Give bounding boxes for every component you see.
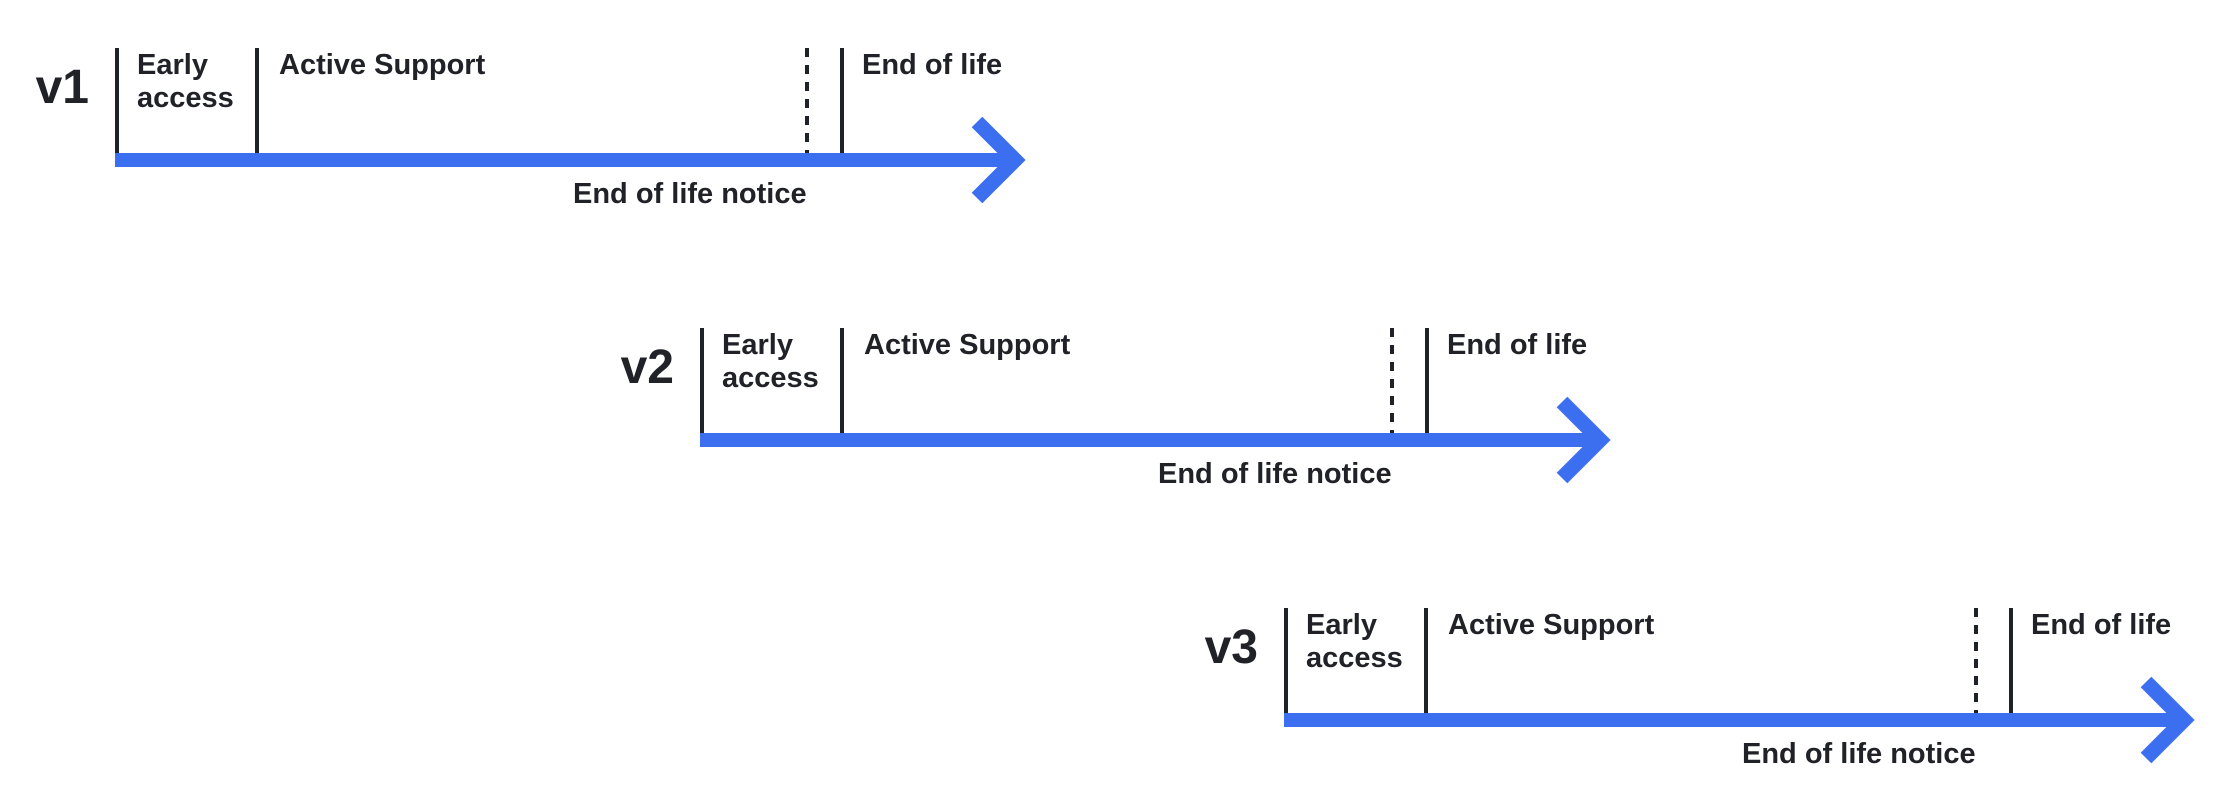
active-support-tick bbox=[840, 328, 844, 433]
active-support-label: Active Support bbox=[864, 329, 1071, 361]
timeline-row-v3: v3 Early access Active Support End of li… bbox=[1205, 608, 2228, 812]
arrow-right-icon bbox=[1556, 396, 1611, 484]
timeline-arrow-shaft bbox=[1284, 713, 2176, 727]
early-access-label: Early access bbox=[1306, 609, 1403, 674]
end-of-life-tick bbox=[1425, 328, 1429, 433]
end-of-life-tick bbox=[840, 48, 844, 153]
end-of-life-notice-label: End of life notice bbox=[1742, 738, 1976, 770]
timeline-row-v2: v2 Early access Active Support End of li… bbox=[621, 328, 1712, 558]
early-access-tick bbox=[700, 328, 704, 433]
end-of-life-notice-label: End of life notice bbox=[1158, 458, 1392, 490]
version-label: v2 bbox=[620, 341, 674, 394]
arrow-right-icon bbox=[971, 116, 1026, 204]
version-label: v1 bbox=[35, 61, 89, 114]
eol-notice-dashed-tick bbox=[1390, 328, 1394, 433]
early-access-tick bbox=[1284, 608, 1288, 713]
active-support-label: Active Support bbox=[1448, 609, 1655, 641]
end-of-life-tick bbox=[2009, 608, 2013, 713]
early-access-tick bbox=[115, 48, 119, 153]
timeline-arrow-shaft bbox=[115, 153, 1007, 167]
arrow-right-icon bbox=[2140, 676, 2195, 764]
end-of-life-label: End of life bbox=[862, 49, 1003, 81]
active-support-label: Active Support bbox=[279, 49, 486, 81]
end-of-life-label: End of life bbox=[1447, 329, 1588, 361]
eol-notice-dashed-tick bbox=[805, 48, 809, 153]
end-of-life-notice-label: End of life notice bbox=[573, 178, 807, 210]
timeline-row-v1: v1 Early access Active Support End of li… bbox=[36, 48, 1127, 278]
eol-notice-dashed-tick bbox=[1974, 608, 1978, 713]
active-support-tick bbox=[1424, 608, 1428, 713]
version-label: v3 bbox=[1204, 621, 1258, 674]
active-support-tick bbox=[255, 48, 259, 153]
timeline-arrow-shaft bbox=[700, 433, 1592, 447]
early-access-label: Early access bbox=[722, 329, 819, 394]
end-of-life-label: End of life bbox=[2031, 609, 2172, 641]
early-access-label: Early access bbox=[137, 49, 234, 114]
